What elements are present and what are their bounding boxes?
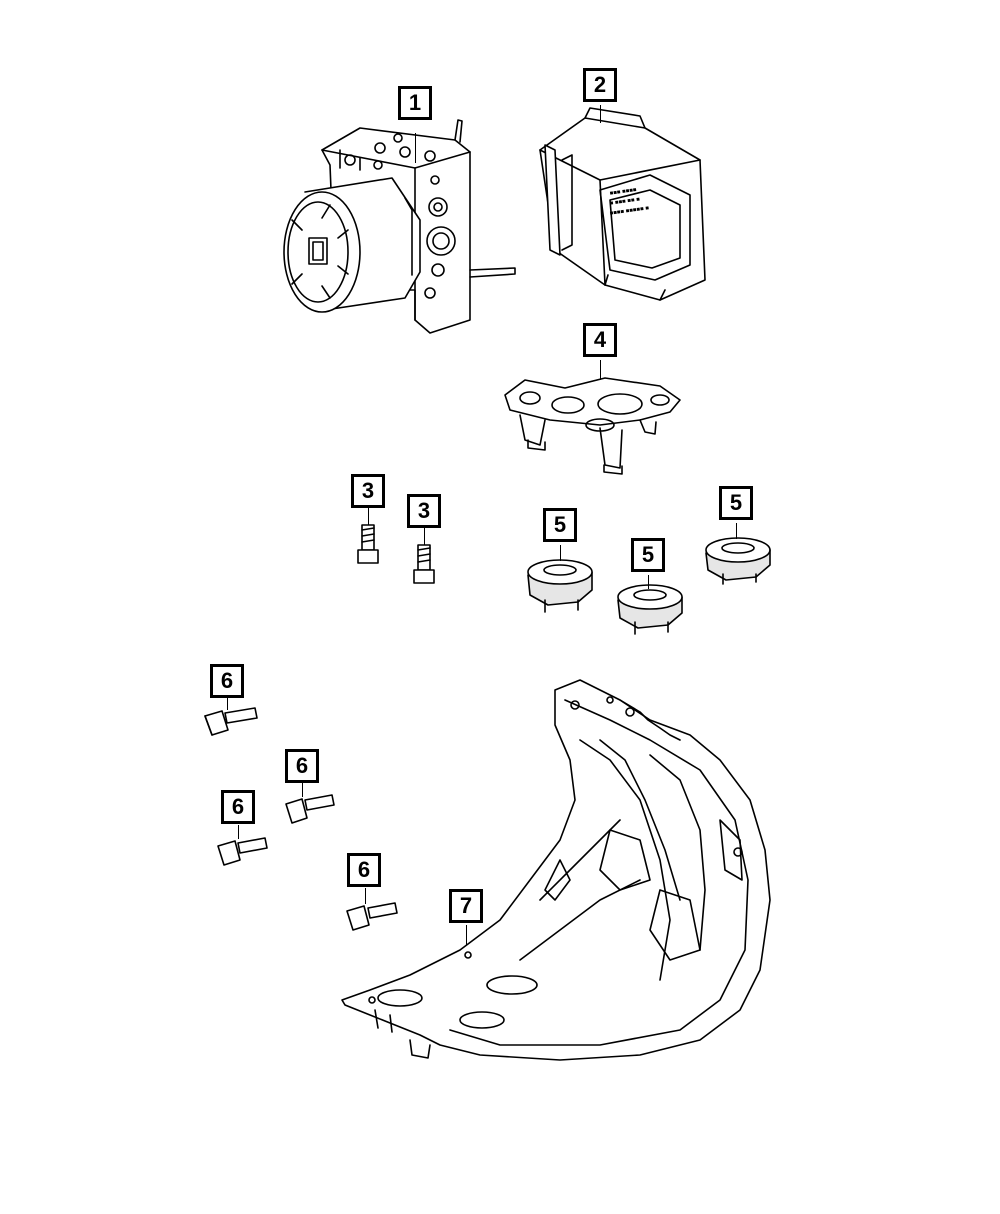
callout-5b: 5 (631, 538, 665, 572)
svg-text:■■■ ■■■■: ■■■ ■■■■ (609, 187, 637, 197)
leader-line-2 (600, 105, 601, 123)
leader-line-5b (648, 575, 649, 589)
leader-line-6b (302, 783, 303, 797)
grommet-5c (705, 537, 771, 585)
leader-line-6a (227, 698, 228, 710)
leader-line-5c (736, 523, 737, 539)
bolt-6d (346, 902, 398, 931)
callout-1: 1 (398, 86, 432, 120)
leader-line-3b (424, 527, 425, 545)
svg-text:■■■■ ■■■■■ ■: ■■■■ ■■■■■ ■ (609, 205, 649, 217)
callout-4: 4 (583, 323, 617, 357)
leader-line-6c (238, 825, 239, 839)
callout-7: 7 (449, 889, 483, 923)
grommet-5b (617, 584, 683, 635)
control-module: ■■■ ■■■■ ■ ■■■ ■■ ■ ■■■■ ■■■■■ ■ (539, 107, 706, 301)
svg-text:■ ■■■ ■■ ■: ■ ■■■ ■■ ■ (609, 197, 640, 207)
bolt-6b (285, 794, 335, 824)
leader-line-6d (365, 888, 366, 904)
callout-3a: 3 (351, 474, 385, 508)
leader-line-3a (368, 507, 369, 525)
callout-6b: 6 (285, 749, 319, 783)
leader-line-7 (466, 925, 467, 945)
callout-3b: 3 (407, 494, 441, 528)
leader-line-4 (600, 360, 601, 380)
abs-hydraulic-unit (283, 119, 516, 334)
callout-2: 2 (583, 68, 617, 102)
callout-6c: 6 (221, 790, 255, 824)
skid-plate (341, 679, 771, 1061)
screw-3b (413, 544, 435, 584)
grommet-5a (527, 559, 593, 613)
callout-5a: 5 (543, 508, 577, 542)
callout-6a: 6 (210, 664, 244, 698)
callout-6d: 6 (347, 853, 381, 887)
bolt-6c (217, 837, 268, 866)
mounting-bracket (504, 377, 681, 475)
leader-line-5a (560, 545, 561, 561)
leader-line-1 (415, 133, 416, 163)
bolt-6a (204, 707, 258, 736)
screw-3a (357, 524, 379, 564)
callout-5c: 5 (719, 486, 753, 520)
